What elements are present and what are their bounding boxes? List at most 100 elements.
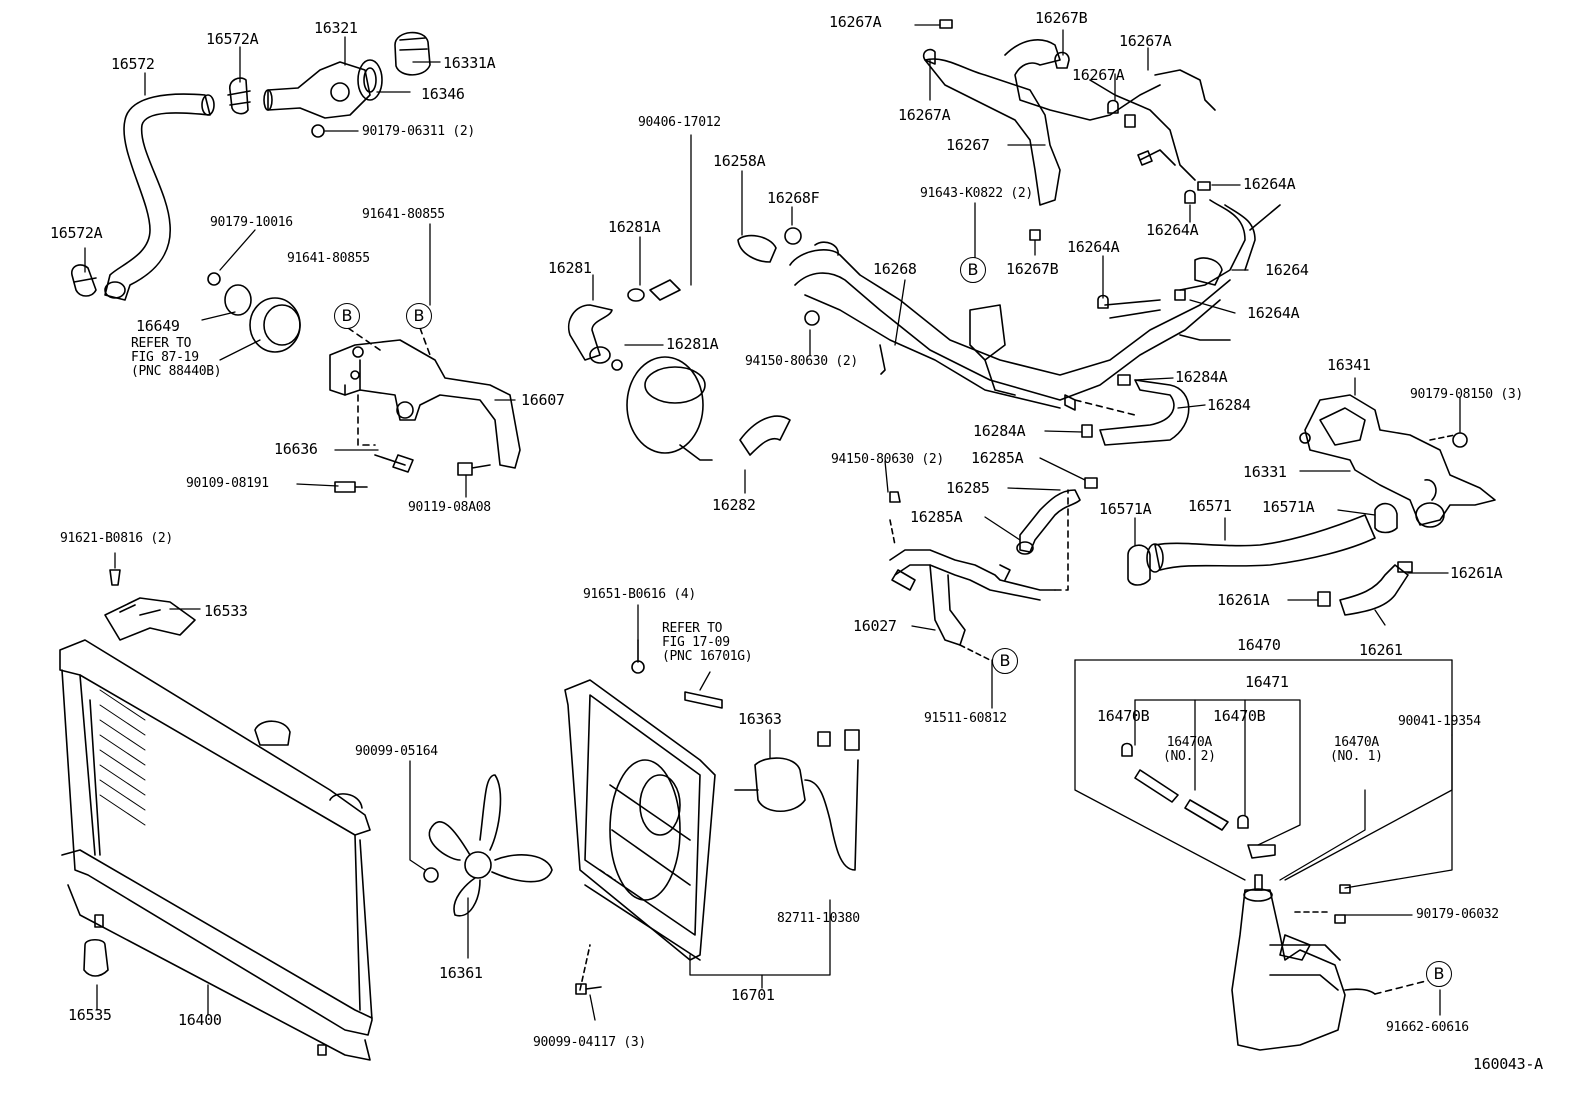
bypass-pipe-16268-drawing [737, 227, 1231, 409]
refer-note: REFER TO FIG 17-09 (PNC 16701G) [662, 621, 753, 664]
part-label: 16285 [946, 479, 990, 497]
fan-shroud-16701-drawing [564, 639, 716, 961]
part-label: 16571A [1099, 500, 1152, 518]
part-label: 16400 [178, 1011, 222, 1029]
leader-lines [84, 24, 1461, 1021]
part-label: 16264A [1243, 175, 1296, 193]
part-label: 16264 [1265, 261, 1309, 279]
part-label: 91641-80855 [362, 207, 445, 222]
bolts-left-drawing [334, 454, 491, 493]
part-label: 16027 [853, 617, 897, 635]
reservoir-16470-drawing [1231, 874, 1431, 1051]
part-label: 16281A [666, 335, 719, 353]
part-label: 16285A [910, 508, 963, 526]
part-label: 91662-60616 [1386, 1020, 1469, 1035]
part-label: 16649 [136, 317, 180, 335]
part-label: 16321 [314, 19, 358, 37]
hose-16284-drawing [1064, 379, 1190, 446]
part-label: 90179-06311 (2) [362, 124, 475, 139]
part-label: 16470 [1237, 636, 1281, 654]
callout-b: B [960, 257, 986, 283]
part-label: 16285A [971, 449, 1024, 467]
callout-b: B [406, 303, 432, 329]
part-label: 16571A [1262, 498, 1315, 516]
part-label: 16267A [829, 13, 882, 31]
fan-motor-16363-drawing [734, 729, 860, 871]
radiator-16400-drawing [59, 639, 373, 1061]
part-label: 16267A [1119, 32, 1172, 50]
radiator-mount-drawing [83, 569, 196, 977]
part-label: 16267A [898, 106, 951, 124]
part-label: 16607 [521, 391, 565, 409]
part-label: 94150-80630 (2) [831, 452, 944, 467]
part-label: 16363 [738, 710, 782, 728]
part-label: 91621-B0816 (2) [60, 531, 173, 546]
part-label: 90179-10016 [210, 215, 293, 230]
part-label: 16572A [50, 224, 103, 242]
part-label: 16470A (NO. 1) [1330, 735, 1383, 764]
part-label: 16470A (NO. 2) [1163, 735, 1216, 764]
idler-pulley-drawing [207, 272, 301, 353]
water-hose-16281-drawing [568, 279, 681, 364]
bracket-16607-drawing [329, 339, 521, 469]
water-bypass-16267-drawing [924, 39, 1281, 341]
part-label: 16284 [1207, 396, 1251, 414]
part-label: 16264A [1247, 304, 1300, 322]
part-label: 91651-B0616 (4) [583, 587, 696, 602]
part-label: 16331A [443, 54, 496, 72]
callout-b: B [992, 648, 1018, 674]
part-label: 90179-08150 (3) [1410, 387, 1523, 402]
oil-cooler-drawing [611, 356, 791, 461]
part-label: 91511-60812 [924, 711, 1007, 726]
part-label: 16258A [713, 152, 766, 170]
part-label: 16261A [1217, 591, 1270, 609]
fan-16361-drawing [423, 774, 553, 917]
part-label: 16636 [274, 440, 318, 458]
refer-note: REFER TO FIG 87-19 (PNC 88440B) [131, 336, 222, 379]
part-label: 16361 [439, 964, 483, 982]
part-label: 90099-04117 (3) [533, 1035, 646, 1050]
part-label: 16281 [548, 259, 592, 277]
hose-16261-drawing [1317, 561, 1413, 616]
part-label: 16470B [1213, 707, 1266, 725]
part-label: 16533 [204, 602, 248, 620]
part-label: 90406-17012 [638, 115, 721, 130]
diagram-id: 160043-A [1473, 1055, 1543, 1073]
part-label: 90109-08191 [186, 476, 269, 491]
b-callout-lines-left [347, 327, 431, 446]
part-label: 16572A [206, 30, 259, 48]
part-label: 16261 [1359, 641, 1403, 659]
water-outlet-drawing [263, 31, 431, 138]
part-label: 16281A [608, 218, 661, 236]
water-inlet-16331-drawing [1299, 394, 1496, 528]
reservoir-hoses-drawing [1121, 742, 1276, 859]
callout-b: B [334, 303, 360, 329]
part-label: 16284A [1175, 368, 1228, 386]
callout-b: B [1426, 961, 1452, 987]
reservoir-bracket-lines [1074, 659, 1453, 1016]
part-label: 91641-80855 [287, 251, 370, 266]
part-label: 16341 [1327, 356, 1371, 374]
small-clamps-top-drawing [922, 19, 1211, 489]
part-label: 16261A [1450, 564, 1503, 582]
part-label: 16346 [421, 85, 465, 103]
upper-radiator-hose-drawing [104, 93, 215, 301]
part-label: 16267B [1006, 260, 1059, 278]
hose-16285-drawing [1016, 489, 1081, 555]
part-label: 16267A [1072, 66, 1125, 84]
part-label: 91643-K0822 (2) [920, 186, 1033, 201]
fan-bolts-drawing [575, 691, 723, 995]
part-label: 16267 [946, 136, 990, 154]
hose-clamp-drawing [71, 77, 251, 297]
part-label: 16571 [1188, 497, 1232, 515]
part-label: 16264A [1146, 221, 1199, 239]
part-label: 16701 [731, 986, 775, 1004]
part-label: 82711-10380 [777, 911, 860, 926]
lower-hose-16571-drawing [1127, 502, 1398, 586]
part-label: 16268F [767, 189, 820, 207]
part-label: 16331 [1243, 463, 1287, 481]
part-label: 16284A [973, 422, 1026, 440]
part-label: 16470B [1097, 707, 1150, 725]
part-label: 16535 [68, 1006, 112, 1024]
